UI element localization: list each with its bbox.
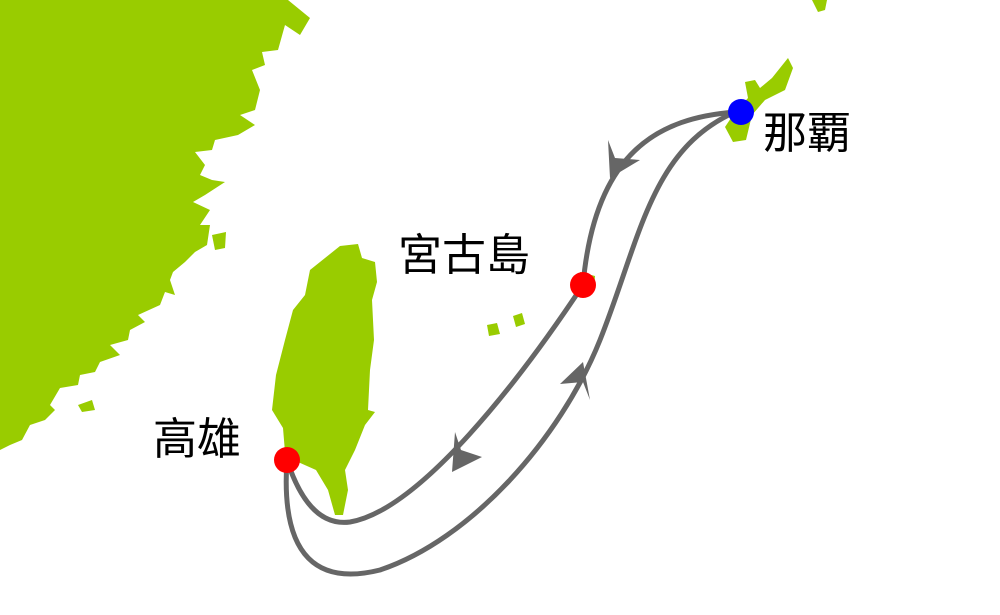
route-naha-to-miyako [580, 109, 738, 288]
miyako-label: 宮古島 [398, 230, 530, 281]
miyako-port-marker[interactable] [570, 272, 596, 298]
arrow-southwest-icon [452, 432, 482, 472]
arrow-southwest-icon [608, 140, 640, 178]
island [513, 313, 525, 327]
arrow-northeast-icon [560, 362, 590, 400]
taiwan-landmass [272, 244, 377, 515]
mainland-china-landmass [0, 0, 310, 450]
naha-label: 那覇 [763, 108, 851, 159]
island [487, 323, 500, 336]
route-miyako-to-kaohsiung [284, 282, 586, 525]
kaohsiung-port-marker[interactable] [274, 447, 300, 473]
island [812, 0, 827, 12]
island [78, 400, 95, 412]
island [212, 232, 226, 250]
kaohsiung-label: 高雄 [153, 414, 241, 465]
naha-port-marker[interactable] [728, 99, 754, 125]
route-kaohsiung-to-naha [283, 109, 738, 577]
